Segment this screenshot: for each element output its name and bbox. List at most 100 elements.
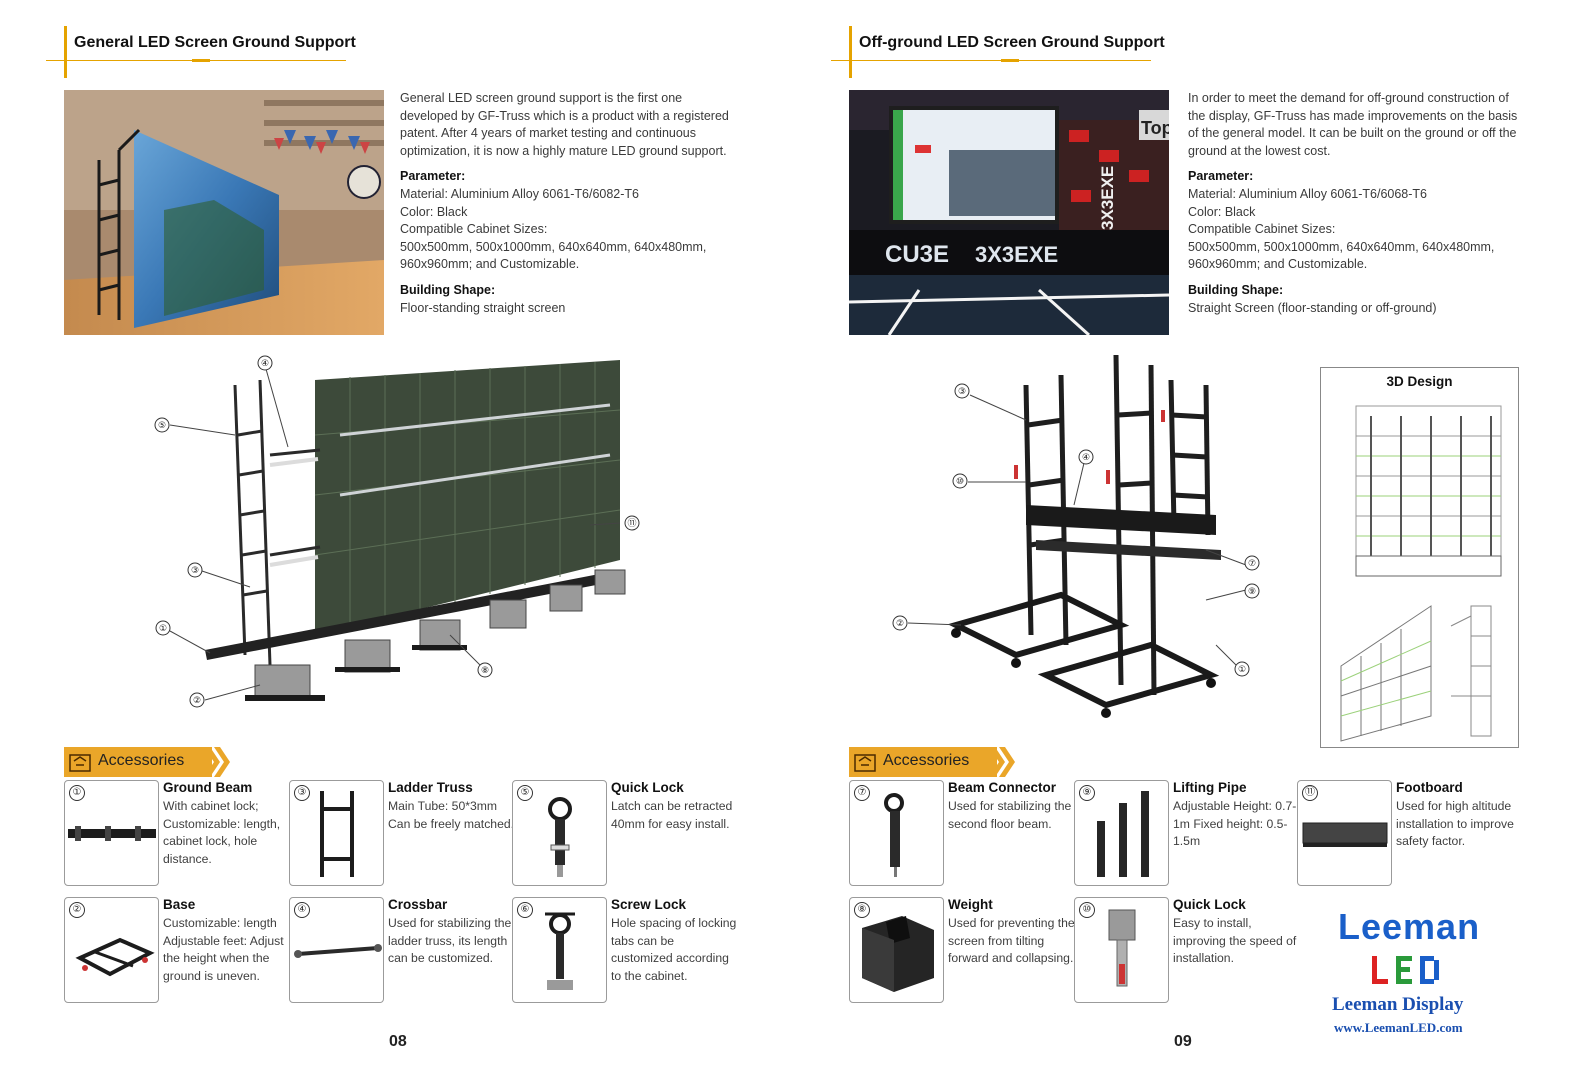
design-panel: 3D Design xyxy=(1320,367,1519,748)
callout-1: ① xyxy=(1238,665,1246,675)
accessory-description: Used for stabilizing the ladder truss, i… xyxy=(388,916,512,966)
logo-brand: Leeman xyxy=(1338,906,1481,947)
callout-3: ③ xyxy=(958,387,966,397)
accessory-image: ⑨ xyxy=(1074,780,1169,886)
accessory-description: Customizable: length Adjustable feet: Ad… xyxy=(163,916,284,983)
design-title: 3D Design xyxy=(1386,374,1453,389)
accessory-image: ④ xyxy=(289,897,384,1003)
accessory-number: ⑨ xyxy=(1079,785,1095,801)
accessory-number: ⑧ xyxy=(854,902,870,918)
accessory-number: ⑤ xyxy=(517,785,533,801)
accessory-number: ① xyxy=(69,785,85,801)
shape-text: Floor-standing straight screen xyxy=(400,300,566,315)
accessory-title: Base xyxy=(163,897,196,912)
accessory-image: ⑦ xyxy=(849,780,944,886)
right-page: Off-ground LED Screen Ground Support Top… xyxy=(796,0,1592,1080)
parameter-label: Parameter: xyxy=(1188,169,1254,184)
photo-brand-3x3: 3X3EXE xyxy=(975,242,1058,267)
callout-11: ⑪ xyxy=(627,518,636,529)
callout-8: ⑧ xyxy=(481,666,489,676)
color-text: Color: Black xyxy=(400,204,468,219)
accessories-label: Accessories xyxy=(883,752,970,769)
accessory-image: ③ xyxy=(289,780,384,886)
description-text: In order to meet the demand for off-grou… xyxy=(1188,91,1518,158)
shape-text: Straight Screen (floor-standing or off-g… xyxy=(1188,300,1437,315)
accessory-title: Crossbar xyxy=(388,897,448,912)
led-logo-icon xyxy=(1372,956,1439,984)
accessory-description: With cabinet lock; Customizable: length,… xyxy=(163,799,281,866)
accessory-quick-lock: ⑩ Quick Lock Easy to install, improving … xyxy=(1074,897,1299,1003)
description-text: General LED screen ground support is the… xyxy=(400,91,729,158)
cabinet-label: Compatible Cabinet Sizes: xyxy=(1188,222,1336,237)
accessory-weight: ⑧ Weight Used for preventing the screen … xyxy=(849,897,1075,1003)
accessory-quick-lock: ⑤ Quick Lock Latch can be retracted 40mm… xyxy=(512,780,737,886)
shape-label: Building Shape: xyxy=(1188,282,1284,297)
page-number: 08 xyxy=(389,1033,407,1050)
parameter-label: Parameter: xyxy=(400,169,466,184)
accessory-image: ⑧ xyxy=(849,897,944,1003)
left-page: General LED Screen Ground Support xyxy=(46,26,737,1050)
accessory-base: ② Base Customizable: length Adjustable f… xyxy=(64,897,289,1003)
accessory-image: ⑪ xyxy=(1297,780,1392,886)
accessory-title: Footboard xyxy=(1396,780,1463,795)
accessory-image: ⑤ xyxy=(512,780,607,886)
accessory-image: ⑩ xyxy=(1074,897,1169,1003)
section-title: General LED Screen Ground Support xyxy=(74,34,356,51)
accessory-title: Screw Lock xyxy=(611,897,687,912)
accessory-image: ⑥ xyxy=(512,897,607,1003)
photo-vertical-brand: 3X3EXE xyxy=(1098,166,1117,230)
structure-diagram: ③ ④ ⑩ ⑦ ⑨ ② ① xyxy=(886,354,1286,745)
section-title: Off-ground LED Screen Ground Support xyxy=(859,34,1165,51)
accessory-description: Used for preventing the screen from tilt… xyxy=(948,916,1075,966)
accessory-number: ⑩ xyxy=(1079,902,1095,918)
accessories-icon xyxy=(854,754,876,772)
callout-4: ④ xyxy=(261,359,269,369)
accessory-image: ② xyxy=(64,897,159,1003)
accessory-title: Ground Beam xyxy=(163,780,253,795)
cabinet-label: Compatible Cabinet Sizes: xyxy=(400,222,548,237)
accessory-screw-lock: ⑥ Screw Lock Hole spacing of locking tab… xyxy=(512,897,737,1003)
cabinet-sizes: 500x500mm, 500x1000mm, 640x640mm, 640x48… xyxy=(1188,239,1495,272)
photo-sign: Top xyxy=(1141,118,1169,138)
accessory-number: ② xyxy=(69,902,85,918)
cabinet-sizes: 500x500mm, 500x1000mm, 640x640mm, 640x48… xyxy=(400,239,707,272)
accessory-image: ① xyxy=(64,780,159,886)
color-text: Color: Black xyxy=(1188,204,1256,219)
accessory-footboard: ⑪ Footboard Used for high altitude insta… xyxy=(1297,780,1522,886)
leeman-logo: Leeman Leeman Display www.LeemanLED.com xyxy=(1308,906,1508,1046)
accessory-number: ⑪ xyxy=(1302,785,1318,801)
material-text: Material: Aluminium Alloy 6061-T6/6082-T… xyxy=(400,186,640,201)
accessory-title: Weight xyxy=(948,897,993,912)
structure-diagram: ④ ⑤ ⑪ ③ ① ⑧ ② xyxy=(150,355,650,725)
page-number: 09 xyxy=(1174,1033,1192,1050)
callout-5: ⑤ xyxy=(158,421,166,431)
callout-2: ② xyxy=(193,696,201,706)
logo-website: www.LeemanLED.com xyxy=(1334,1020,1463,1035)
accessory-ground-beam: ① Ground Beam With cabinet lock; Customi… xyxy=(64,780,289,886)
callout-9: ⑨ xyxy=(1248,587,1256,597)
accessories-icon xyxy=(69,754,91,772)
accessory-number: ⑦ xyxy=(854,785,870,801)
product-photo xyxy=(64,90,384,335)
shape-label: Building Shape: xyxy=(400,282,496,297)
accessory-title: Beam Connector xyxy=(948,780,1057,795)
accessory-number: ⑥ xyxy=(517,902,533,918)
accessory-description: Latch can be retracted 40mm for easy ins… xyxy=(611,799,733,831)
accessory-title: Ladder Truss xyxy=(388,780,473,795)
accessory-description: Adjustable Height: 0.7-1m Fixed height: … xyxy=(1173,799,1297,849)
logo-company-name: Leeman Display xyxy=(1332,994,1464,1015)
accessory-description: Used for stabilizing the second floor be… xyxy=(948,799,1072,831)
accessory-crossbar: ④ Crossbar Used for stabilizing the ladd… xyxy=(289,897,514,1003)
callout-4: ④ xyxy=(1082,453,1090,463)
accessory-title: Lifting Pipe xyxy=(1173,780,1247,795)
photo-brand-cube: CU3E xyxy=(885,241,949,268)
accessory-description: Main Tube: 50*3mm Can be freely matched. xyxy=(388,799,515,831)
callout-3: ③ xyxy=(191,566,199,576)
accessory-title: Quick Lock xyxy=(1173,897,1246,912)
product-photo: Top 3X3EXE CU3E 3X3EXE xyxy=(849,90,1169,335)
accessory-description: Used for high altitude installation to i… xyxy=(1396,799,1514,849)
accessory-title: Quick Lock xyxy=(611,780,684,795)
accessories-label: Accessories xyxy=(98,752,185,769)
callout-7: ⑦ xyxy=(1248,559,1256,569)
product-description: In order to meet the demand for off-grou… xyxy=(1188,90,1518,317)
